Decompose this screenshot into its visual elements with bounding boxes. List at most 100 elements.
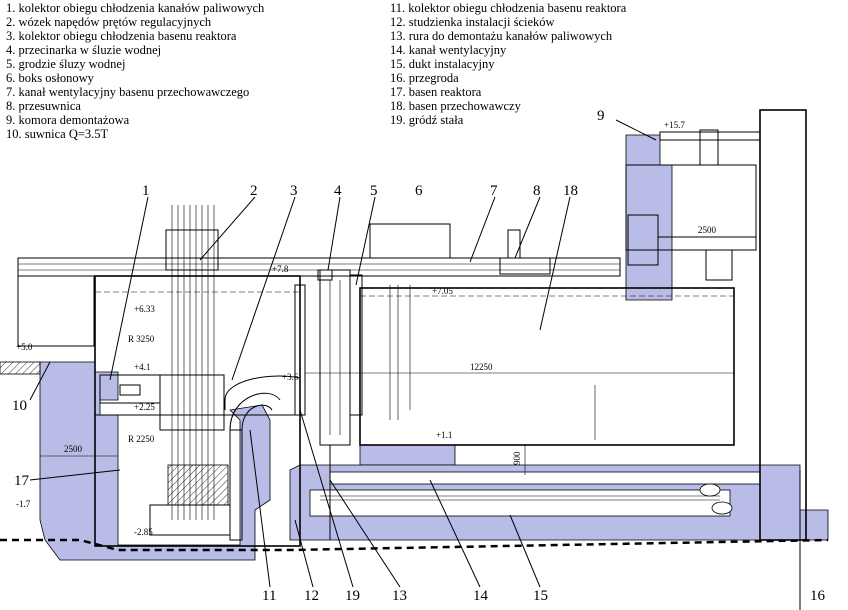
callout-14: 14 [473,588,489,604]
gate-wall [294,284,306,416]
callout-numbers: 1 2 3 4 5 6 7 8 9 10 11 12 13 14 15 16 1… [12,108,826,604]
water-lock [294,269,363,540]
elevation-marks: +15.7 +7.8 +7.05 +6.33 +5.0 +4.1 +3.6 +2… [16,120,685,537]
legend-item-1: 1. kolektor obiegu chłodzenia kanałów pa… [6,1,265,15]
chamber-gripper [627,214,659,266]
callout-18: 18 [563,183,578,199]
duct-internals [309,471,761,517]
ground-line [0,538,829,552]
legend-item-9: 9. komora demontażowa [6,113,130,127]
dim-900: 900 [512,451,522,465]
cooling-pipe-vertical-11 [229,429,243,541]
callout-17: 17 [14,473,30,489]
callout-7: 7 [490,183,498,199]
elevation-minus-1-7: -1.7 [16,499,31,509]
right-lower-concrete [799,509,829,541]
dimension-marks: 2500 2500 12250 R 3250 R 2250 900 [40,225,752,475]
storage-pool-outline [359,287,735,446]
right-wall-concrete [625,134,673,301]
elevation-3-6: +3.6 [282,372,299,382]
elevation-2-25: +2.25 [134,402,155,412]
legend-item-17: 17. basen reaktora [390,85,482,99]
chamber-box [705,249,733,281]
ventilation-channel [329,471,761,485]
control-rod-drive-carriage [165,229,219,271]
legend: 1. kolektor obiegu chłodzenia kanałów pa… [6,1,627,141]
callout-2: 2 [250,183,258,199]
chamber-body [625,164,757,251]
callout-4: 4 [334,183,342,199]
transfer-machine-mast [507,229,521,259]
legend-item-5: 5. grodzie śluzy wodnej [6,57,125,71]
callout-9: 9 [597,108,605,124]
shielding-box-6 [369,223,451,259]
legend-item-8: 8. przesuwnica [6,99,81,113]
chamber-hoist [699,129,719,166]
cutter-4 [319,269,351,446]
callout-13: 13 [392,588,407,604]
legend-item-2: 2. wózek napędów prętów regulacyjnych [6,15,212,29]
callout-6: 6 [415,183,423,199]
callout-5: 5 [370,183,378,199]
elevation-5-0: +5.0 [16,342,33,352]
operating-floor-slab [17,257,621,277]
installation-duct [309,489,731,517]
elevation-4-1: +4.1 [134,362,150,372]
callout-8: 8 [533,183,541,199]
callout-3: 3 [290,183,298,199]
legend-item-18: 18. basen przechowawczy [390,99,522,113]
duct-pipe-bend-1 [699,483,721,497]
reactor-core-box [159,374,225,431]
legend-item-7: 7. kanał wentylacyjny basenu przechowawc… [6,85,249,99]
leader-lines [29,119,657,588]
dim-2500-left: 2500 [64,444,83,454]
legend-item-3: 3. kolektor obiegu chłodzenia basenu rea… [6,29,237,43]
cooling-pipe-bend-11-inner [241,404,273,431]
elevation-minus-2-85: -2.85 [134,527,153,537]
dim-2500-top: 2500 [698,225,717,235]
dim-12250: 12250 [470,362,493,372]
legend-item-15: 15. dukt instalacyjny [390,57,495,71]
legend-item-10: 10. suwnica Q=3.5T [6,127,109,141]
crane-rail-left [0,361,41,375]
elevation-15-7: +15.7 [664,120,685,130]
callout-10: 10 [12,398,27,414]
radius-3250: R 3250 [128,334,155,344]
storage-pool [359,229,735,446]
elevation-7-05: +7.05 [432,286,453,296]
legend-item-11: 11. kolektor obiegu chłodzenia basenu re… [390,1,627,15]
sump-concrete [359,444,456,466]
callout-12: 12 [304,588,319,604]
transfer-machine-8 [499,257,551,275]
elevation-6-33: +6.33 [134,304,155,314]
legend-item-19: 19. gródź stała [390,113,464,127]
reactor-pool-concrete [39,361,271,561]
reactor-collector-1 [99,374,161,404]
callout-16: 16 [810,588,826,604]
cutter-head [317,269,333,281]
callout-11: 11 [262,588,276,604]
legend-item-13: 13. rura do demontażu kanałów paliwowych [390,29,613,43]
legend-item-14: 14. kanał wentylacyjny [390,43,507,57]
collector-flange [119,384,141,396]
legend-item-4: 4. przecinarka w śluzie wodnej [6,43,161,57]
elevation-7-8: +7.8 [272,264,289,274]
lock-gates-5 [349,274,363,416]
right-outer-wall [759,109,807,541]
reactor-core-grid [167,464,229,506]
chamber-ceiling [659,131,761,141]
legend-item-12: 12. studzienka instalacji ścieków [390,15,555,29]
callout-1: 1 [142,183,150,199]
cooling-collector-3 [224,375,301,410]
duct-pipe-bend-2 [711,501,733,515]
radius-2250: R 2250 [128,434,155,444]
top-deck [0,223,621,375]
callout-15: 15 [533,588,548,604]
elevation-1-1: +1.1 [436,430,452,440]
cooling-pipe-bend-11 [229,392,281,431]
legend-item-16: 16. przegroda [390,71,459,85]
left-upper-wall [17,275,95,347]
callout-19: 19 [345,588,360,604]
legend-item-6: 6. boks osłonowy [6,71,95,85]
